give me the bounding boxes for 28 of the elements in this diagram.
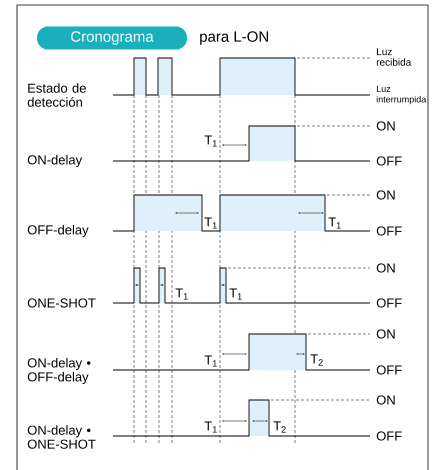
- level-label: OFF: [376, 298, 402, 308]
- level-label: OFF: [376, 156, 402, 166]
- level-label: OFF: [376, 431, 402, 441]
- time-label: T$_{1}$: [176, 288, 188, 300]
- title-pill: Cronograma: [37, 26, 187, 50]
- time-label: T$_{2}$: [274, 421, 286, 433]
- level-label: ON: [376, 395, 395, 405]
- time-label: T$_{1}$: [328, 217, 341, 229]
- level-label: OFF: [376, 365, 402, 375]
- level-label: OFF: [376, 226, 402, 236]
- time-label: T$_{1}$: [204, 135, 217, 147]
- row-label: OFF-delay: [28, 224, 89, 238]
- time-label: T$_{2}$: [310, 354, 323, 366]
- row-label: ON-delay • OFF-delay: [28, 358, 90, 384]
- level-label: ON: [376, 190, 395, 200]
- level-label: Luz interrumpida: [376, 86, 426, 104]
- row-label: ONE-SHOT: [28, 298, 96, 308]
- level-label: Luz recibida: [376, 48, 412, 66]
- time-label: T$_{1}$: [204, 421, 217, 433]
- time-label: T$_{1}$: [204, 217, 217, 229]
- level-label: ON: [376, 329, 395, 339]
- row-label: ON-delay • ONE-SHOT: [28, 425, 96, 449]
- level-label: ON: [376, 121, 395, 131]
- row-label: ON-delay: [28, 154, 82, 168]
- time-label: T$_{1}$: [230, 288, 242, 300]
- time-label: T$_{1}$: [204, 355, 217, 367]
- level-label: ON: [376, 263, 395, 273]
- row-label: Estado de detección: [28, 83, 86, 107]
